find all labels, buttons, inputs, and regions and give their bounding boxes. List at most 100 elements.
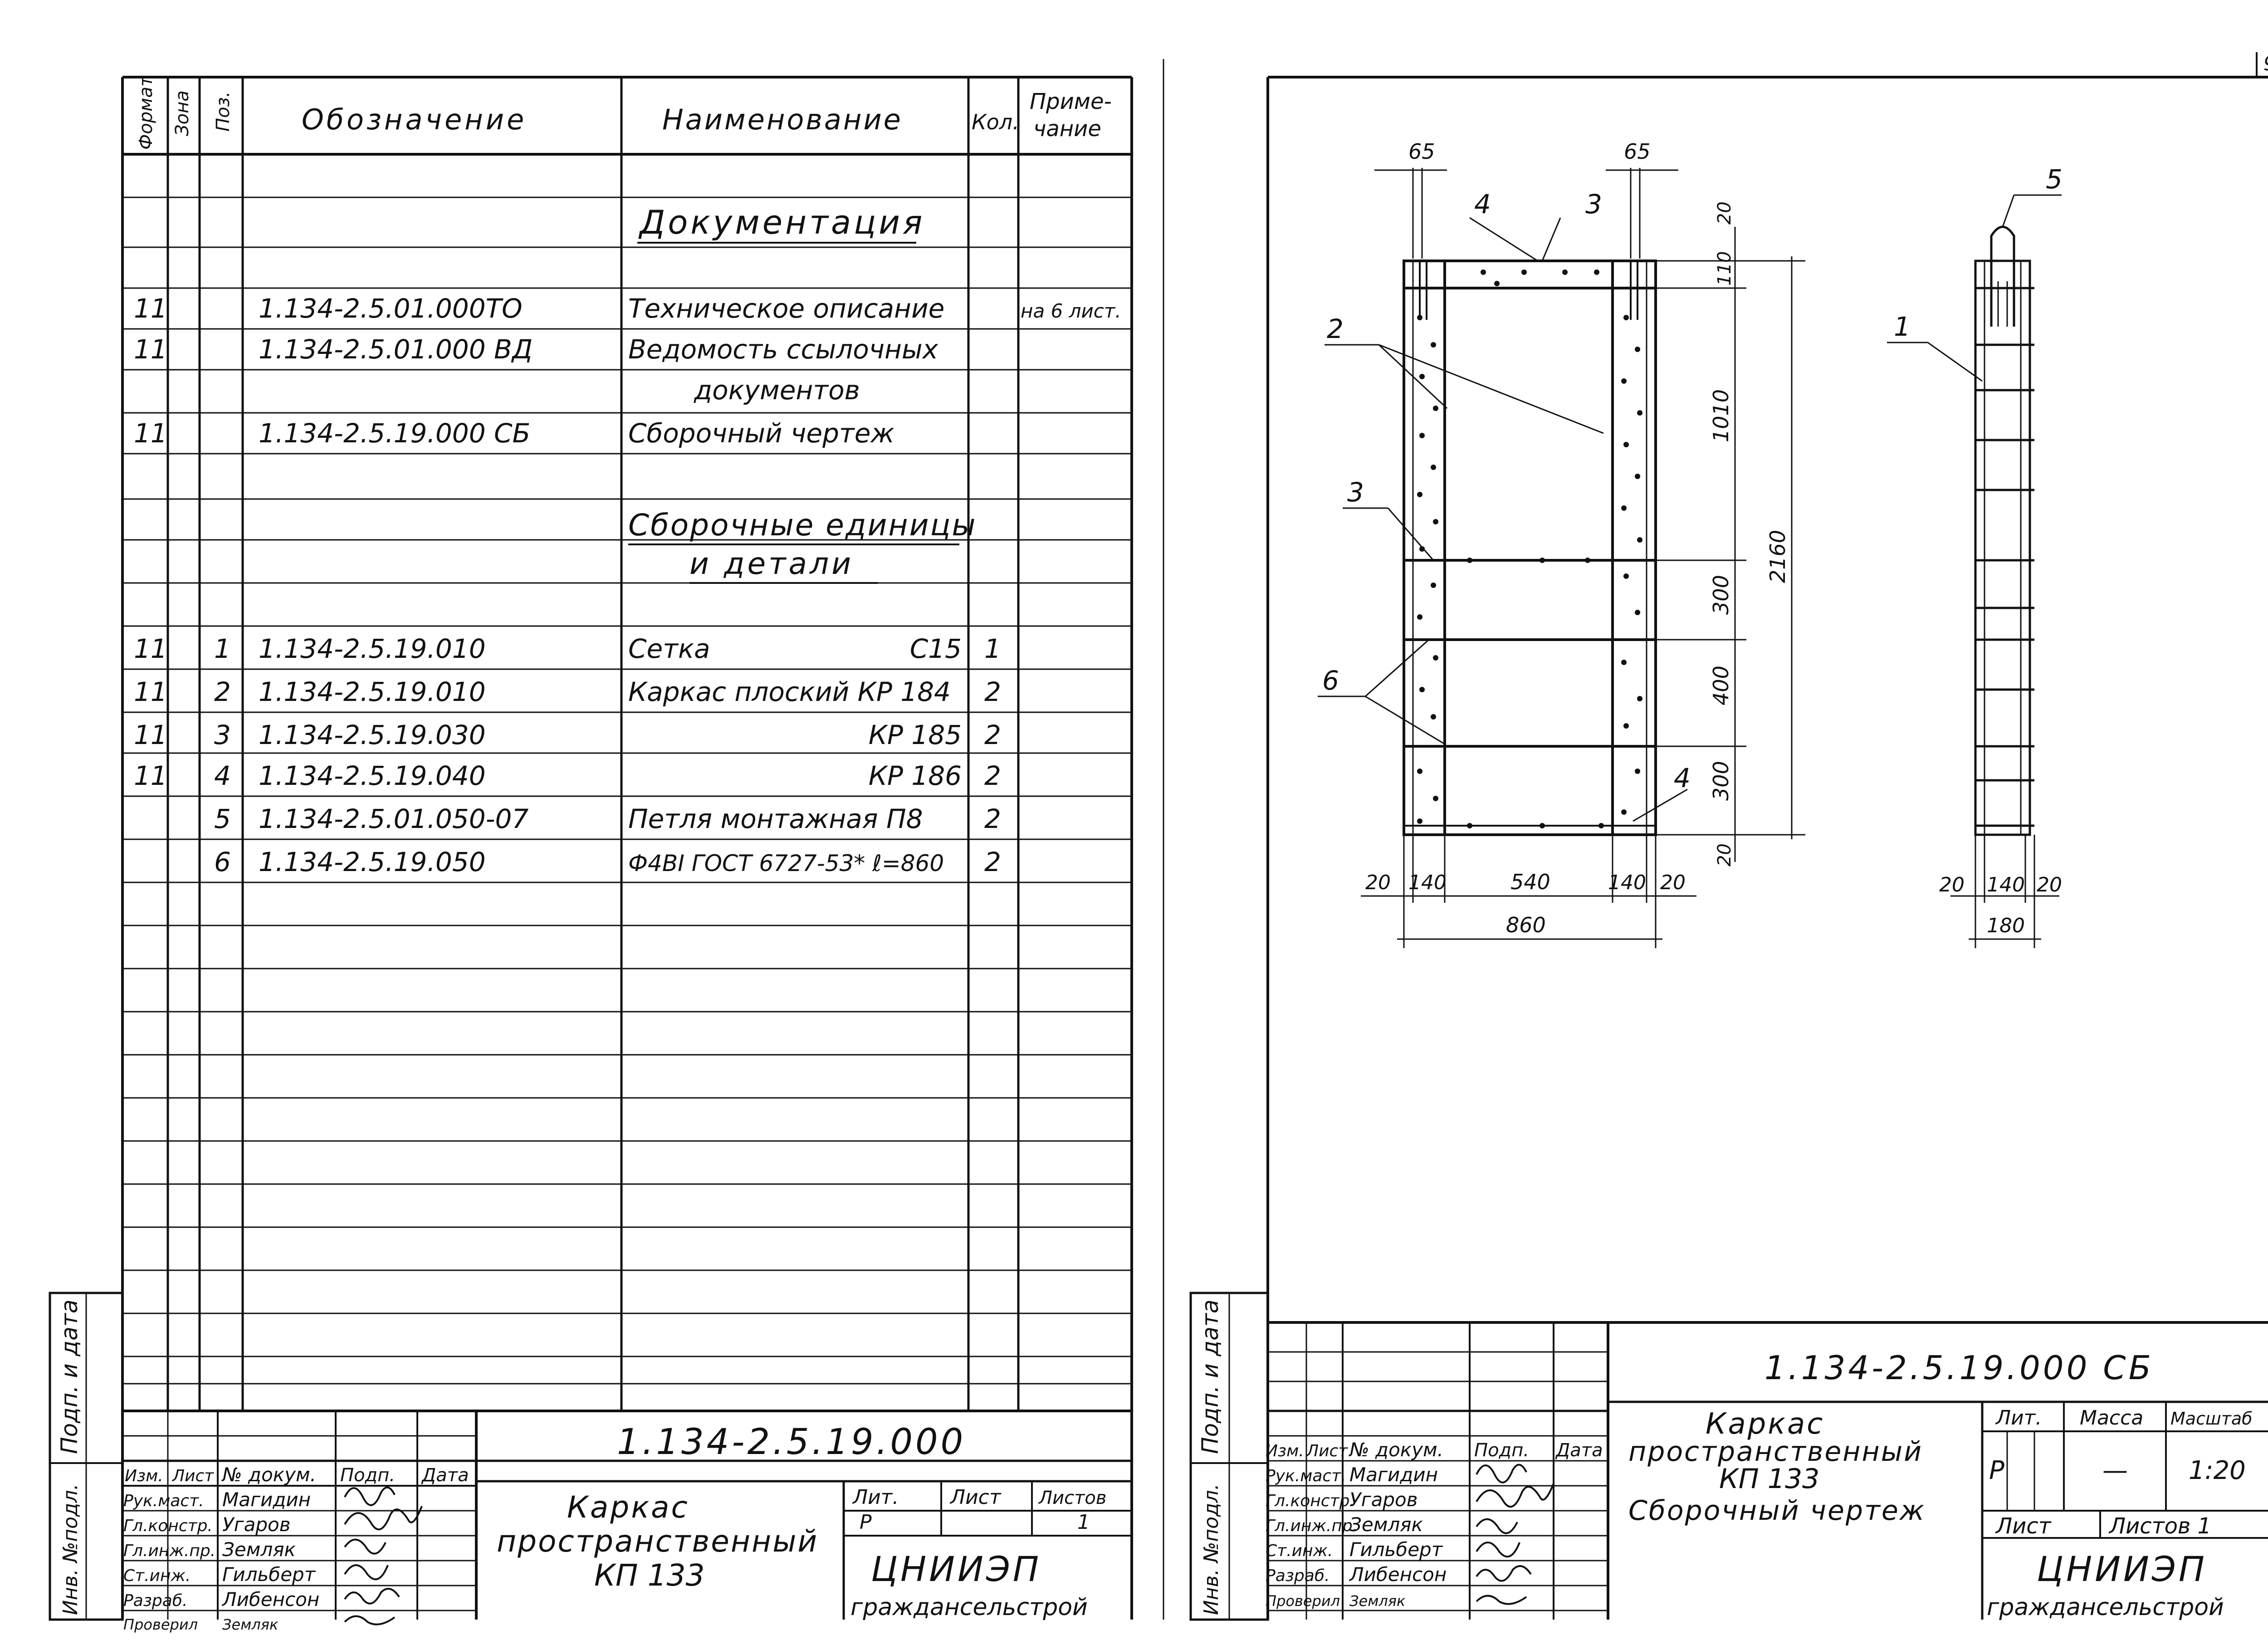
row-name: Сетка [628,633,710,664]
tb-sheets-label: Листов [1038,1488,1106,1508]
tbr-sheets-label: Листов 1 [2108,1513,2211,1539]
row-designation: 1.134-2.5.19.040 [259,760,486,791]
tb-title-1: Каркас [567,1490,689,1525]
title-block-right: Изм. Лист № докум. Подп. Дата Рук.маст. … [1266,1321,2268,1621]
side-stamp-right: Подп. и дата Инв. №подл. [1189,1292,1269,1621]
row-designation: 1.134-2.5.19.050 [259,847,486,877]
page-number: 92 [2263,52,2268,75]
tbr-person: Угаров [1349,1488,1418,1511]
row-qty: 1 [984,633,1001,664]
tbr-mass-value: — [2102,1456,2128,1485]
front-callouts [1318,217,1688,822]
row-pos: 3 [214,720,231,750]
tbr-role: Разраб. [1266,1567,1330,1585]
tb-lit-value: Р [860,1511,872,1534]
row-designation: 1.134-2.5.19.030 [259,720,486,750]
tb-role: Проверил [123,1616,198,1633]
dim-bottom-140-left: 140 [1408,871,1447,894]
callout-3-top: 3 [1585,189,1602,220]
col-header-pos: Поз. [213,91,234,132]
row-pos: 5 [214,803,231,834]
col-header-note-2: чание [1033,116,1101,142]
tbr-title-4: Сборочный чертеж [1628,1495,1926,1527]
tb-sheet-label: Лист [949,1486,1002,1509]
tb-org: ЦНИИЭП [871,1549,1041,1589]
side-dim-140: 140 [1987,873,2025,896]
tb-person: Либенсон [221,1588,319,1611]
tbr-person: Либенсон [1349,1563,1447,1586]
tb-role: Ст.инж. [123,1567,191,1585]
row-designation: 1.134-2.5.01.000 ВД [259,334,533,365]
col-header-note-1: Приме- [1030,89,1112,114]
tb-role: Гл.инж.пр. [123,1542,215,1560]
tbr-title-2: пространственный [1628,1436,1923,1468]
row-format: 11 [134,293,167,324]
col-header-format: Формат [136,75,156,150]
tb-person: Угаров [222,1513,291,1536]
signatures-right [1476,1464,1554,1605]
row-name: Ф4ВI ГОСТ 6727-53* ℓ=860 [628,850,944,876]
tbr-lit-label: Лит. [1995,1406,2042,1430]
tbr-role: Проверил [1266,1592,1340,1610]
tbr-col-date: Дата [1555,1440,1603,1461]
row-pos: 4 [214,760,231,791]
spec-sheet: Формат Зона Поз. Обозначение Наименовани… [49,59,1164,1633]
section-docs: Документация [638,203,925,241]
tbr-mass-label: Масса [2080,1406,2143,1430]
callout-2: 2 [1327,313,1344,344]
side-sign-date: Подп. и дата [56,1299,83,1454]
dim-bottom-540: 540 [1510,870,1550,894]
row-designation: 1.134-2.5.01.050-07 [259,803,528,834]
tb-person: Магидин [222,1488,311,1511]
side-dim-20-left: 20 [1939,873,1965,896]
tbr-col-sign: Подп. [1474,1440,1529,1461]
dim-20-bottom: 20 [1714,843,1735,867]
dim-65-left: 65 [1408,139,1435,164]
tbr-org: ЦНИИЭП [2037,1549,2207,1589]
col-header-qty: Кол. [972,110,1019,134]
tbr-person: Магидин [1349,1464,1438,1486]
dim-400: 400 [1709,666,1733,705]
callout-5: 5 [2046,164,2063,195]
tb-role: Разраб. [123,1591,187,1610]
dim-1010: 1010 [1709,389,1733,442]
tb-role: Гл.констр. [123,1517,213,1535]
row-name-right: С15 [910,633,962,664]
col-header-designation: Обозначение [302,103,527,136]
callout-4-top: 4 [1474,189,1491,220]
callout-1: 1 [1894,311,1911,342]
dim-860: 860 [1506,913,1546,937]
side-dim-180: 180 [1987,914,2025,937]
row-name-right: КР 185 [869,720,962,750]
tbr-code: 1.134-2.5.19.000 СБ [1765,1349,2154,1387]
tb-title-3: КП 133 [594,1558,704,1593]
tbr-title-1: Каркас [1706,1407,1824,1441]
tb-role: Рук.маст. [123,1492,204,1510]
tbr-org-sub: граждансельстрой [1987,1594,2224,1621]
row-name: Каркас плоский КР 184 [628,676,951,707]
signatures-left [344,1486,423,1625]
row-pos: 1 [214,633,231,664]
row-name: документов [694,375,860,406]
row-designation: 1.134-2.5.01.000ТО [259,293,523,324]
tb-col-docnum: № докум. [221,1464,316,1486]
tb-col-sign: Подп. [340,1465,395,1486]
row-format: 11 [134,676,167,707]
front-callout-labels: 4 3 2 3 6 4 [1322,189,1691,793]
tbr-lit-value: Р [1989,1456,2004,1485]
side-dimensions [1887,194,2062,948]
row-format: 11 [134,334,167,365]
callout-6: 6 [1322,665,1339,696]
col-header-name: Наименование [662,103,903,136]
spec-row-lines [122,196,1132,1385]
row-format: 11 [134,760,167,791]
row-qty: 2 [984,720,1001,750]
tb-code: 1.134-2.5.19.000 [617,1422,966,1463]
tb-col-izm: Изм. [125,1467,163,1485]
tb-lit-label: Лит. [852,1486,899,1509]
row-qty: 2 [984,676,1001,707]
row-note: на 6 лист. [1021,300,1121,322]
section-units-1: Сборочные единицы [628,508,977,543]
row-qty: 2 [984,760,1001,791]
